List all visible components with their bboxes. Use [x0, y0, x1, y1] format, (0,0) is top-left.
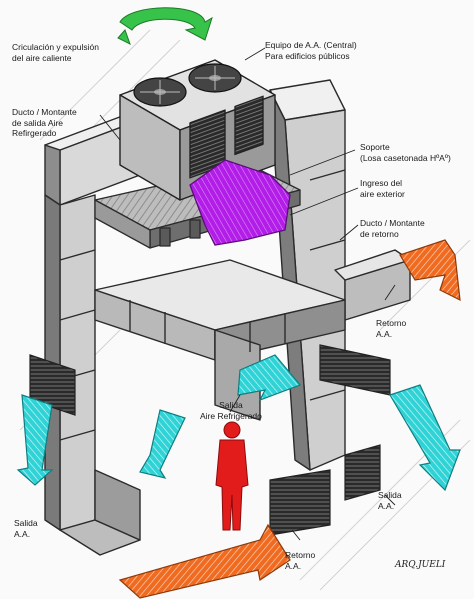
return-grille-bottom	[269, 469, 331, 536]
supply-air-arrow-midleft	[139, 409, 186, 479]
label-supply-right: Salida A.A.	[378, 490, 402, 511]
label-return-right: Retorno A.A.	[376, 318, 407, 339]
supply-grille-left	[29, 354, 76, 416]
fan-icon	[133, 63, 242, 107]
return-air-arrow-right	[399, 239, 461, 302]
label-return-bottom: Retorno A.A.	[285, 550, 316, 571]
label-supply-left: Salida A.A.	[14, 518, 38, 539]
label-supply-duct: Ducto / Montante de salida Aire Refirger…	[12, 107, 77, 138]
signature: ARQ.JUELI	[395, 560, 446, 570]
return-duct	[269, 79, 411, 471]
label-outdoor-air: Ingreso del aire exterior	[360, 178, 405, 199]
label-circulation: Criculación y expulsión del aire calient…	[12, 42, 99, 63]
supply-air-arrow-left	[16, 394, 54, 486]
label-support: Soporte (Losa casetonada HºAº)	[360, 142, 451, 163]
central-duct	[94, 259, 346, 421]
label-return-duct: Ducto / Montante de retorno	[360, 218, 425, 239]
supply-air-arrow-right	[389, 384, 461, 492]
supply-air-arrow-center	[237, 354, 302, 402]
label-supply-center: Salida Aire Refrigerado	[200, 400, 262, 421]
leader-lines	[99, 47, 396, 541]
person-icon	[215, 421, 249, 531]
circulation-arrow-icon	[117, 7, 213, 46]
supply-grille-right	[344, 444, 381, 501]
supply-duct	[44, 114, 141, 556]
label-equipment: Equipo de A.A. (Central) Para edificios …	[265, 40, 357, 61]
outdoor-air-arrow	[189, 159, 291, 246]
return-air-arrow-bottom	[118, 523, 291, 599]
